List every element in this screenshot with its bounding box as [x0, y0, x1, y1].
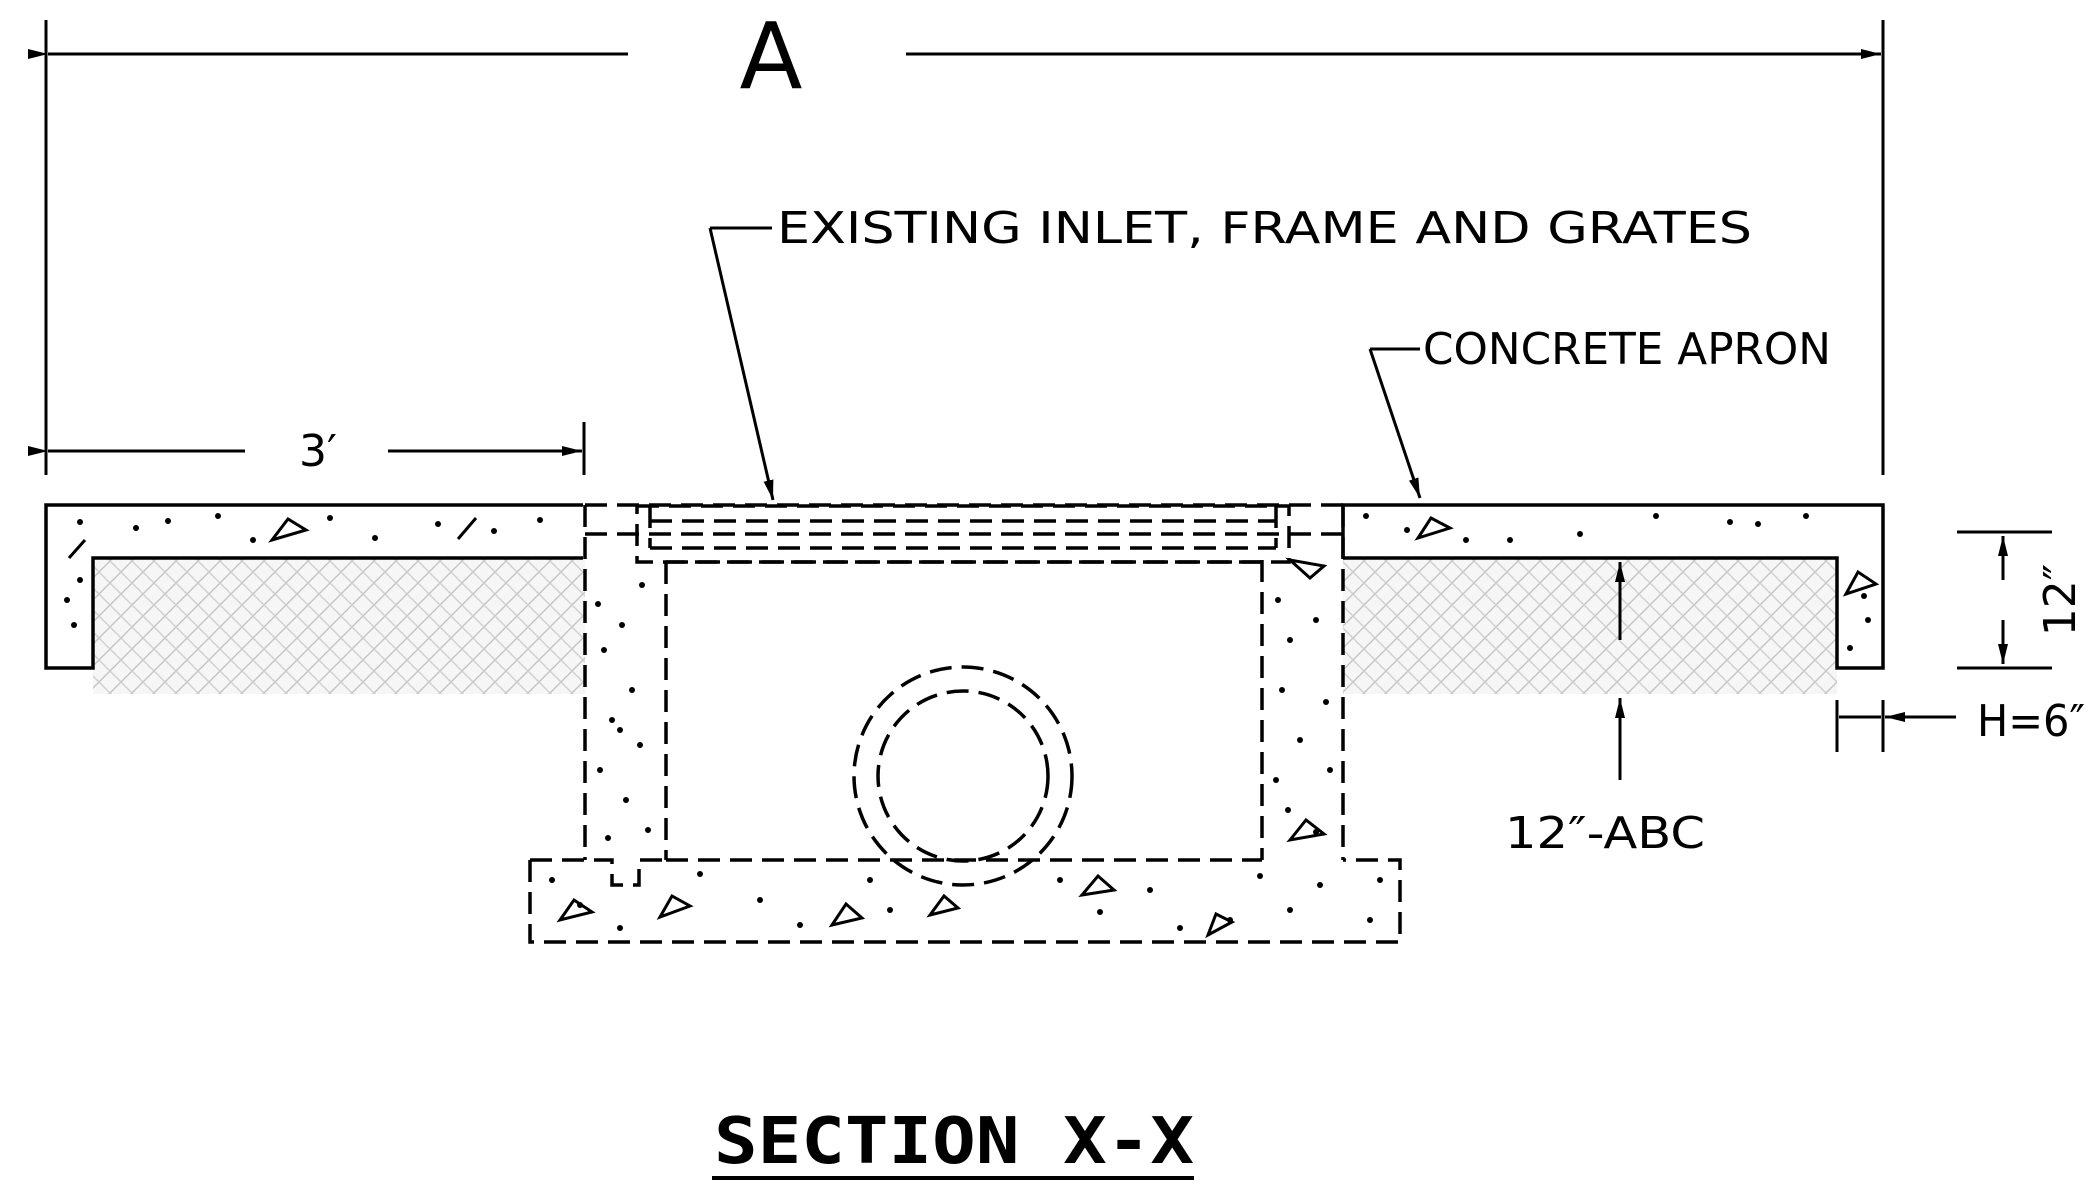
existing-inlet	[528, 503, 1402, 944]
overall-dimension	[28, 20, 1885, 475]
inlet-aggregate	[549, 582, 1383, 931]
slab-thickness-label: 12″	[2035, 564, 2086, 636]
apron-width-label: 3′	[299, 426, 337, 477]
left-apron-aggregate	[64, 513, 543, 628]
right-apron	[1341, 503, 1885, 694]
left-base-course	[93, 558, 585, 694]
inlet-aggregate-stones	[556, 557, 1328, 939]
apron-leader	[1368, 347, 1422, 499]
base-label: 12″-ABC	[1505, 808, 1705, 859]
existing-inlet-leader	[708, 226, 775, 501]
edge-height-label: H=6″	[1977, 696, 2085, 747]
apron-width-dimension	[28, 422, 586, 475]
edge-height-dimension	[1835, 700, 1956, 752]
existing-inlet-label: EXISTING INLET, FRAME AND GRATES	[777, 203, 1752, 254]
right-base-course	[1343, 558, 1837, 694]
section-title: SECTION X-X	[714, 1105, 1194, 1179]
overall-dimension-label: A	[740, 3, 803, 110]
slab-thickness-dimension	[1957, 530, 2052, 670]
apron-label: CONCRETE APRON	[1423, 324, 1831, 375]
right-apron-aggregate	[1363, 513, 1871, 651]
left-apron	[44, 503, 585, 694]
existing-pipe	[852, 665, 1074, 887]
